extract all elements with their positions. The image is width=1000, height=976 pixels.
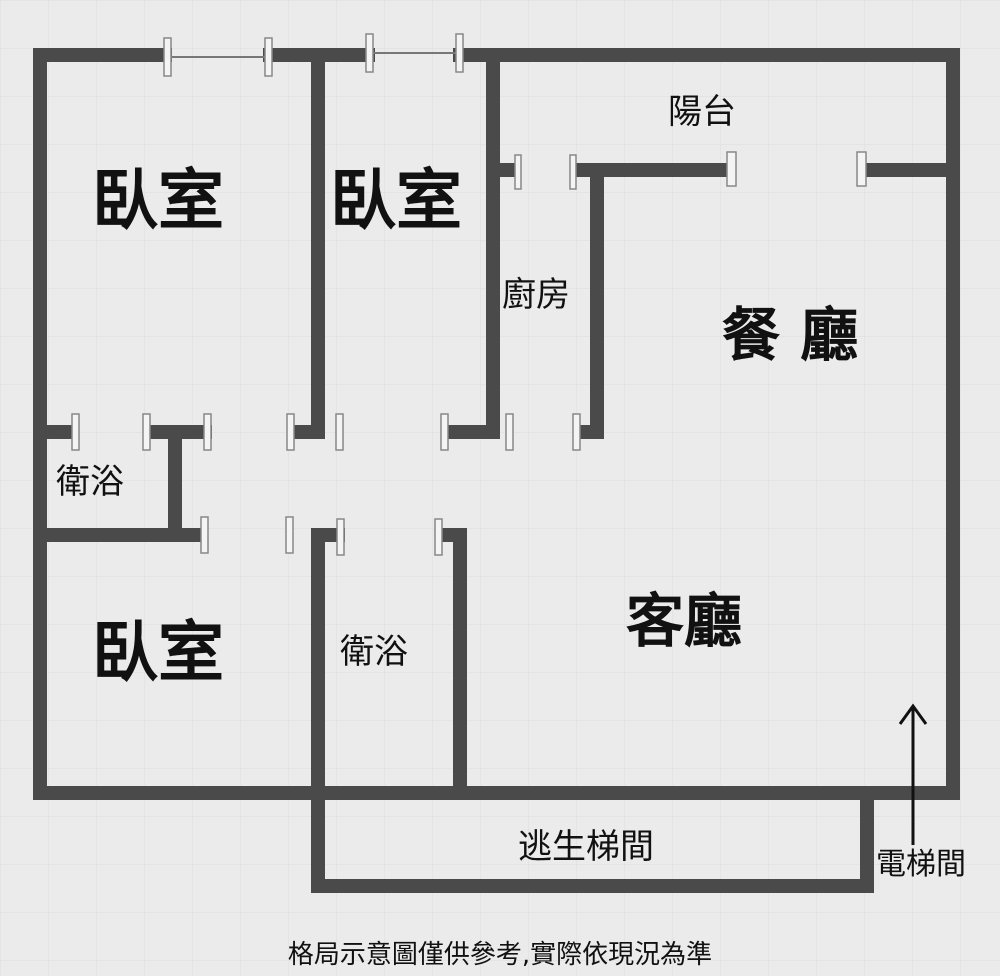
room-label-bedroom-2: 臥室 xyxy=(330,162,462,239)
footer-disclaimer: 格局示意圖僅供參考,實際依現況為準 xyxy=(287,940,713,970)
bathroom1-walls xyxy=(33,425,212,542)
room-label-kitchen: 廚房 xyxy=(502,275,570,315)
room-label-bedroom-1: 臥室 xyxy=(92,162,224,239)
room-label-balcony: 陽台 xyxy=(668,92,736,132)
arrow-up-icon xyxy=(898,703,928,845)
room-label-bathroom-2: 衛浴 xyxy=(340,632,408,672)
room-label-elevator-hall: 電梯間 xyxy=(876,847,966,882)
kitchen-right-wall xyxy=(575,163,604,439)
room-label-bathroom-1: 衛浴 xyxy=(56,462,124,502)
windows xyxy=(163,33,464,77)
room-label-dining-room: 餐 廳 xyxy=(722,301,859,369)
stairwell-walls xyxy=(311,786,874,893)
bathroom2-walls xyxy=(311,528,467,800)
room-label-bedroom-3: 臥室 xyxy=(92,614,224,691)
room-label-living-room: 客廳 xyxy=(626,587,743,655)
door-markers xyxy=(71,151,867,556)
kitchen-left-wall xyxy=(443,48,500,439)
bedroom-divider-wall xyxy=(291,48,325,439)
walls xyxy=(33,48,960,893)
room-label-escape-stairwell: 逃生梯間 xyxy=(518,827,654,867)
